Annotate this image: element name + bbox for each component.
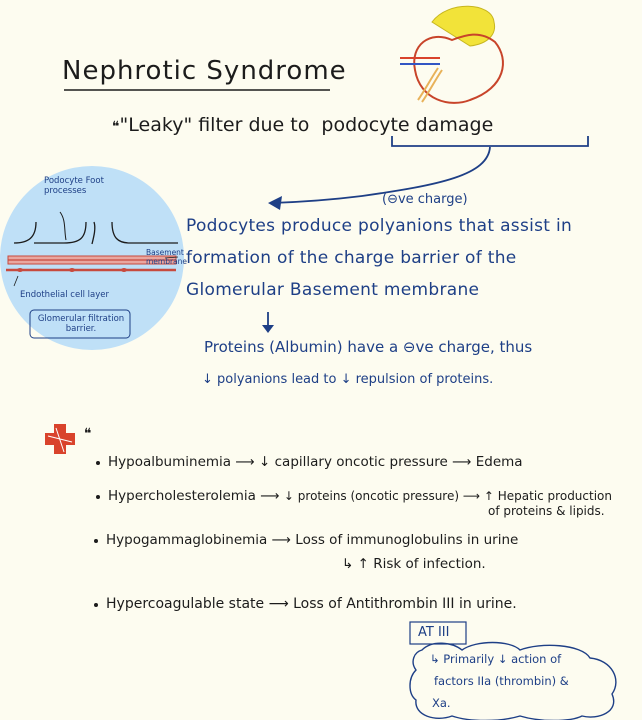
clinical-features-icon	[45, 424, 75, 454]
arrow-icon: ⟶	[268, 596, 294, 612]
at3-label: AT III	[418, 625, 450, 640]
quote-icon: ❝​	[112, 119, 120, 135]
label-basement: Basement membrane	[146, 248, 188, 266]
bracket	[391, 136, 589, 147]
arrow-icon: ⟶	[271, 532, 296, 548]
cloud-shape	[409, 641, 617, 720]
feature-term: Hypogammaglobinemia	[106, 532, 268, 548]
feature-result-continued: ↳ ↑ Risk of infection.	[342, 556, 486, 572]
subtitle-prefix: "Leaky" filter due to	[119, 114, 310, 136]
explanation-line-1: Podocytes produce polyanions that assist…	[186, 216, 573, 236]
at3-cloud-line-3: Xa.	[432, 696, 451, 710]
quote-icon: ❝	[84, 426, 92, 442]
charge-note: (⊖ve charge)	[382, 192, 468, 207]
feature-term: Hypoalbuminemia	[108, 454, 232, 470]
label-filtration-barrier: Glomerular filtration barrier.	[37, 314, 125, 334]
consequence-line-2: ↓ polyanions lead to ↓ repulsion of prot…	[202, 372, 494, 387]
label-endothelial: Endothelial cell layer	[20, 290, 109, 300]
consequence-line-1: Proteins (Albumin) have a ⊖ve charge, th…	[204, 338, 533, 356]
kidney-icon	[400, 5, 504, 104]
feature-result: Loss of immunoglobulins in urine	[295, 532, 519, 548]
down-arrow-icon	[262, 325, 274, 333]
explanation-line-2: formation of the charge barrier of the	[186, 248, 517, 268]
feature-item: Hypogammaglobinemia ⟶ Loss of immunoglob…	[106, 532, 518, 548]
bullet-icon	[96, 495, 100, 499]
arrow-icon: ⟶	[260, 488, 284, 504]
arrow-icon: ⟶	[235, 454, 260, 470]
feature-item: Hypoalbuminemia ⟶ ↓ capillary oncotic pr…	[108, 454, 523, 470]
subtitle-highlight: podocyte damage	[321, 114, 494, 136]
subtitle: ❝​ "Leaky" filter due to podocyte damage	[112, 114, 493, 136]
feature-result: Loss of Antithrombin III in urine.	[293, 596, 517, 612]
explanation-line-3: Glomerular Basement membrane	[186, 280, 480, 300]
at3-cloud-line-2: factors IIa (thrombin) &	[434, 674, 569, 688]
feature-item: Hypercoagulable state ⟶ Loss of Antithro…	[106, 596, 517, 612]
feature-term: Hypercholesterolemia	[108, 488, 256, 504]
bullet-icon	[94, 603, 98, 607]
label-foot-processes: Podocyte Foot processes	[44, 176, 104, 196]
feature-result-continued: of proteins & lipids.	[488, 504, 605, 518]
feature-item: Hypercholesterolemia ⟶ ↓ proteins (oncot…	[108, 488, 612, 504]
feature-term: Hypercoagulable state	[106, 596, 265, 612]
feature-result: ↓ capillary oncotic pressure ⟶ Edema	[259, 454, 523, 470]
page-title: Nephrotic Syndrome	[62, 56, 347, 86]
feature-result: ↓ proteins (oncotic pressure) ⟶ ↑ Hepati…	[283, 489, 612, 503]
bullet-icon	[96, 461, 100, 465]
filtration-diagram	[0, 166, 184, 350]
at3-cloud-line-1: ↳ Primarily ↓ action of	[430, 652, 562, 666]
bullet-icon	[94, 539, 98, 543]
arrow-to-explanation	[271, 146, 491, 204]
arrowhead	[268, 196, 282, 210]
